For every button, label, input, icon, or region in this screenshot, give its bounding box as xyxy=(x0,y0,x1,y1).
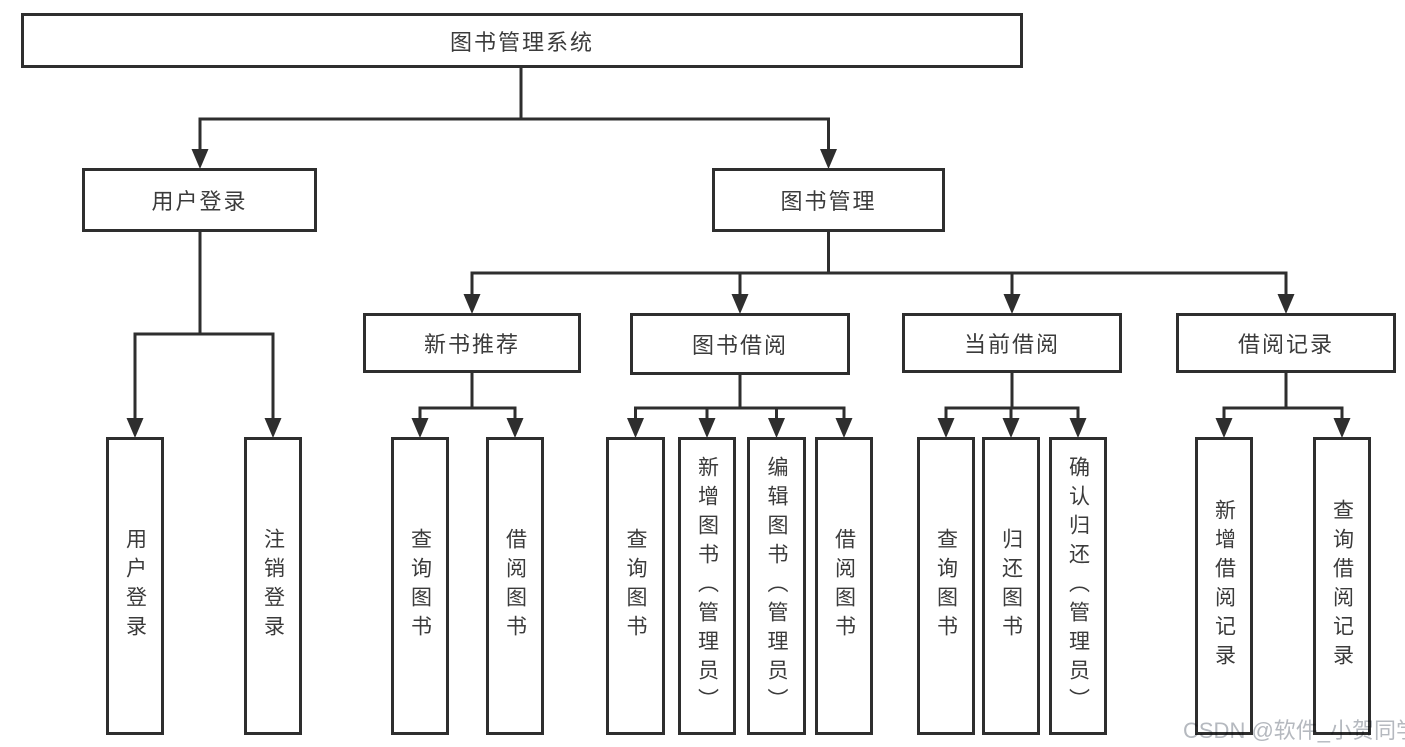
leaf-label: 借阅图书 xyxy=(832,528,856,644)
node-borrow-record: 借阅记录 xyxy=(1176,313,1396,373)
node-book-borrow-label: 图书借阅 xyxy=(691,333,788,358)
leaf-label: 新增图书（管理员） xyxy=(695,455,719,717)
leaf-edit-books-admin: 编辑图书（管理员） xyxy=(747,437,806,735)
connector-stroke xyxy=(133,66,1344,422)
leaf-label: 借阅图书 xyxy=(503,528,527,644)
node-root: 图书管理系统 xyxy=(21,13,1023,68)
node-book-borrow: 图书借阅 xyxy=(630,313,850,375)
leaf-query-books-recommend: 查询图书 xyxy=(391,437,449,735)
leaf-borrow-books-recommend: 借阅图书 xyxy=(486,437,544,735)
leaf-user-login: 用户登录 xyxy=(106,437,164,735)
csdn-watermark: CSDN @软件_小贺同学 xyxy=(1183,718,1405,743)
node-book-management-label: 图书管理 xyxy=(780,189,877,214)
leaf-label: 新增借阅记录 xyxy=(1212,499,1236,673)
node-current-borrow: 当前借阅 xyxy=(902,313,1122,373)
leaf-query-borrow-record: 查询借阅记录 xyxy=(1313,437,1371,735)
leaf-query-books-current: 查询图书 xyxy=(917,437,975,735)
node-new-book-recommend: 新书推荐 xyxy=(363,313,581,373)
leaf-add-books-admin: 新增图书（管理员） xyxy=(678,437,736,735)
leaf-confirm-return-admin: 确认归还（管理员） xyxy=(1049,437,1107,735)
node-user-login: 用户登录 xyxy=(82,168,317,232)
leaf-label: 编辑图书（管理员） xyxy=(765,455,788,717)
leaf-borrow-books: 借阅图书 xyxy=(815,437,873,735)
leaf-label: 查询图书 xyxy=(408,528,432,644)
node-user-login-label: 用户登录 xyxy=(151,189,248,214)
node-borrow-record-label: 借阅记录 xyxy=(1237,332,1334,357)
node-root-label: 图书管理系统 xyxy=(449,29,594,55)
leaf-label: 查询图书 xyxy=(934,528,958,644)
node-book-management: 图书管理 xyxy=(712,168,945,232)
leaf-label: 查询借阅记录 xyxy=(1330,499,1354,673)
leaf-label: 查询图书 xyxy=(624,528,647,644)
leaf-add-borrow-record: 新增借阅记录 xyxy=(1195,437,1253,735)
leaf-query-books-borrow: 查询图书 xyxy=(606,437,665,735)
leaf-label: 归还图书 xyxy=(999,528,1023,644)
leaf-label: 确认归还（管理员） xyxy=(1066,455,1090,717)
node-new-book-recommend-label: 新书推荐 xyxy=(423,332,520,357)
leaf-logout: 注销登录 xyxy=(244,437,302,735)
leaf-label: 用户登录 xyxy=(123,528,147,644)
leaf-label: 注销登录 xyxy=(261,528,285,644)
leaf-return-books: 归还图书 xyxy=(982,437,1040,735)
node-current-borrow-label: 当前借阅 xyxy=(963,332,1060,357)
